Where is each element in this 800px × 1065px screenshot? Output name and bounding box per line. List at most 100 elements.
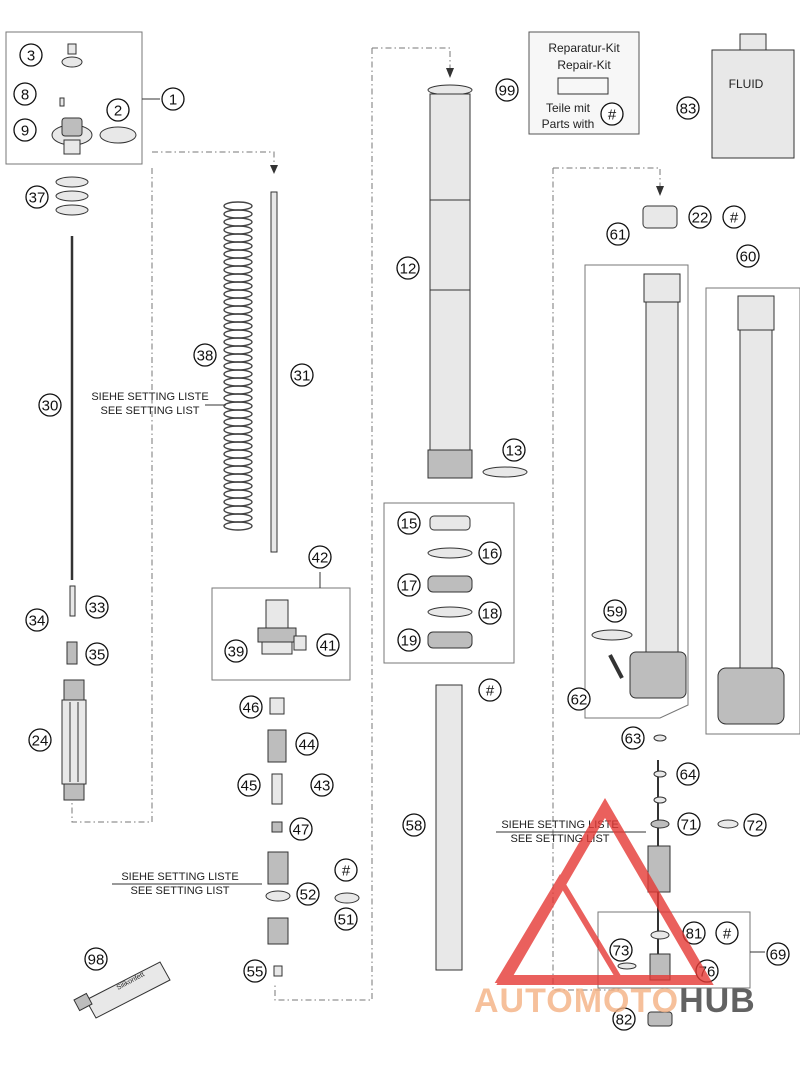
hash-mark: # bbox=[334, 858, 358, 882]
part-46 bbox=[269, 697, 285, 715]
callout-number: 24 bbox=[32, 733, 49, 750]
watermark-logo-inner bbox=[494, 874, 626, 983]
valve-45 bbox=[271, 773, 283, 805]
callout-34: 34 bbox=[25, 608, 49, 632]
callout-31: 31 bbox=[290, 363, 314, 387]
callout-38: 38 bbox=[193, 343, 217, 367]
repair-kit-line2: Repair-Kit bbox=[557, 58, 611, 72]
spring-coil bbox=[223, 513, 253, 523]
spring-coil bbox=[223, 297, 253, 307]
callout-number: 81 bbox=[686, 926, 703, 943]
spring-coil bbox=[223, 481, 253, 491]
callout-circle bbox=[13, 82, 37, 106]
callout-circle bbox=[402, 813, 426, 837]
callout-number: 18 bbox=[482, 606, 499, 623]
ktm-logo bbox=[557, 77, 609, 95]
callout-98: 98 bbox=[84, 947, 108, 971]
callout-circle bbox=[316, 633, 340, 657]
tube-58 bbox=[435, 684, 463, 971]
spring-coil bbox=[223, 465, 253, 475]
callout-47: 47 bbox=[289, 817, 313, 841]
main-spring-38 bbox=[223, 201, 253, 531]
part-82 bbox=[647, 1011, 673, 1027]
part-64b bbox=[653, 796, 667, 804]
setting-note-line2: SEE SETTING LIST bbox=[130, 885, 229, 897]
callout-circle bbox=[397, 628, 421, 652]
callout-circle bbox=[84, 947, 108, 971]
callout-33: 33 bbox=[85, 595, 109, 619]
callout-number: 16 bbox=[482, 546, 499, 563]
callout-circle bbox=[396, 256, 420, 280]
spring-coil bbox=[223, 345, 253, 355]
callout-number: 19 bbox=[401, 633, 418, 650]
hash-mark: # bbox=[722, 205, 746, 229]
callout-circle bbox=[85, 642, 109, 666]
callout-number: 58 bbox=[406, 818, 423, 835]
callout-82: 82 bbox=[612, 1007, 636, 1031]
fluid-bottle-83: FLUID bbox=[711, 33, 795, 159]
callout-circle bbox=[676, 762, 700, 786]
callout-37: 37 bbox=[25, 185, 49, 209]
callout-number: 39 bbox=[228, 644, 245, 661]
callout-number: 61 bbox=[610, 227, 627, 244]
spring-coil bbox=[223, 361, 253, 371]
callout-circle bbox=[19, 43, 43, 67]
box-fork-cap bbox=[5, 31, 143, 165]
callout-13: 13 bbox=[502, 438, 526, 462]
spring-coil bbox=[223, 425, 253, 435]
callout-18: 18 bbox=[478, 601, 502, 625]
callout-number: 33 bbox=[89, 600, 106, 617]
callout-circle bbox=[38, 393, 62, 417]
spring-coil bbox=[223, 417, 253, 427]
callout-number: 2 bbox=[114, 103, 122, 120]
callout-number: 38 bbox=[197, 348, 214, 365]
callout-number: 98 bbox=[88, 952, 105, 969]
spring-coil bbox=[223, 521, 253, 531]
callout-circle bbox=[25, 185, 49, 209]
callout-number: 60 bbox=[740, 249, 757, 266]
hash-mark: # bbox=[715, 921, 739, 945]
part-52-lower bbox=[267, 917, 289, 945]
callout-circle bbox=[296, 882, 320, 906]
callout-circle bbox=[334, 907, 358, 931]
spring-coil bbox=[223, 289, 253, 299]
callout-73: 73 bbox=[609, 938, 633, 962]
seal-stack bbox=[427, 515, 473, 649]
box-outer-tube-61 bbox=[584, 264, 689, 719]
callout-number: 47 bbox=[293, 822, 310, 839]
spring-coil bbox=[223, 505, 253, 515]
callout-circle bbox=[736, 244, 760, 268]
callout-circle bbox=[603, 599, 627, 623]
bushing-22 bbox=[642, 205, 678, 229]
callout-52: 52 bbox=[296, 882, 320, 906]
callout-number: 13 bbox=[506, 443, 523, 460]
callout-circle bbox=[85, 595, 109, 619]
callout-61: 61 bbox=[606, 222, 630, 246]
callout-9: 9 bbox=[13, 118, 37, 142]
guide-line-spring bbox=[152, 151, 275, 172]
spring-coil bbox=[223, 497, 253, 507]
callout-number: 72 bbox=[747, 818, 764, 835]
box-outer-tube-60 bbox=[705, 287, 800, 735]
setting-note-line1: SIEHE SETTING LISTE bbox=[121, 871, 238, 883]
callout-circle bbox=[688, 205, 712, 229]
callout-43: 43 bbox=[310, 773, 334, 797]
callout-number: 8 bbox=[21, 87, 29, 104]
part-63 bbox=[653, 734, 667, 742]
callout-number: 30 bbox=[42, 398, 59, 415]
callout-circle bbox=[193, 343, 217, 367]
spring-coil bbox=[223, 249, 253, 259]
callout-number: 82 bbox=[616, 1012, 633, 1029]
guide-line-right bbox=[552, 168, 620, 991]
callout-circle bbox=[677, 812, 701, 836]
part-71 bbox=[650, 819, 670, 829]
callout-number: 46 bbox=[243, 700, 260, 717]
callout-64: 64 bbox=[676, 762, 700, 786]
callout-circle bbox=[600, 102, 624, 126]
callout-55: 55 bbox=[243, 959, 267, 983]
spring-coil bbox=[223, 377, 253, 387]
callout-number: 44 bbox=[299, 737, 316, 754]
callout-circle bbox=[290, 363, 314, 387]
spring-coil bbox=[223, 233, 253, 243]
